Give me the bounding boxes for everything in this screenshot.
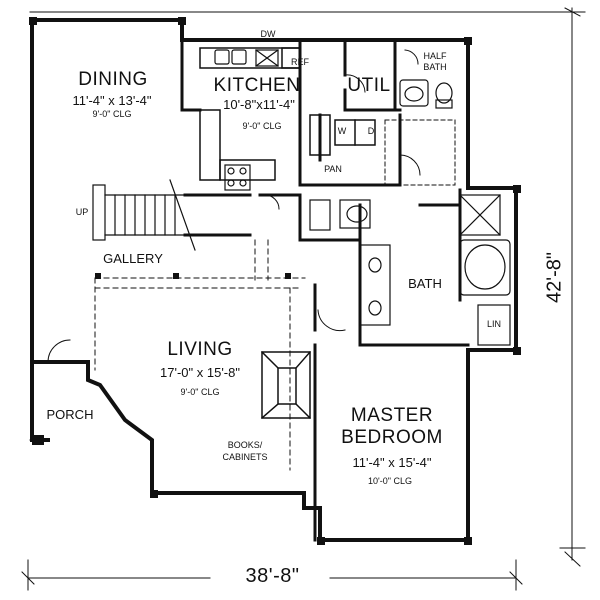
dimension-lines: [21, 7, 586, 591]
kitchen-counters: [199, 47, 376, 181]
bath-label: BATH: [408, 276, 442, 291]
kitchen-ceiling: 9'-0" CLG: [242, 121, 282, 131]
porch-label: PORCH: [46, 407, 94, 422]
corner-blocks: [29, 17, 521, 545]
dishwasher-label: DW: [260, 29, 276, 39]
master-bedroom-label: MASTER BEDROOM: [341, 405, 443, 448]
fireplace: [260, 350, 312, 420]
dining-ceiling: 9'-0" CLG: [92, 109, 132, 119]
kitchen-size: 10'-8"x11'-4": [223, 97, 295, 112]
master-bedroom-size: 11'-4" x 15'-4": [352, 455, 432, 470]
pantry-label: PAN: [324, 164, 342, 174]
util-label: UTIL: [347, 75, 391, 96]
linen-label: LIN: [486, 319, 501, 329]
dining-label: DINING: [78, 69, 148, 90]
dryer-label: D: [367, 126, 375, 136]
books-cabinets-label: BOOKS/ CABINETS: [222, 440, 268, 462]
openings: [94, 239, 306, 471]
door-swings: [47, 49, 421, 363]
living-size: 17'-0" x 15'-8": [160, 365, 240, 380]
refrigerator-label: REF: [291, 57, 309, 67]
bath-fixtures: [309, 194, 511, 346]
overall-width-dimension: 38'-8": [245, 565, 300, 587]
overall-depth-dimension: 42'-8": [543, 252, 566, 303]
half-bath-fixtures: [399, 79, 453, 109]
master-bedroom-ceiling: 10'-0" CLG: [368, 476, 412, 486]
washer-label: W: [337, 126, 347, 136]
kitchen-sink: [214, 49, 279, 191]
gallery-label: GALLERY: [103, 251, 163, 266]
living-label: LIVING: [167, 339, 233, 360]
half-bath-label: HALF BATH: [423, 51, 447, 72]
living-ceiling: 9'-0" CLG: [180, 387, 220, 397]
dining-size: 11'-4" x 13'-4": [72, 93, 152, 108]
stair-up-label: UP: [75, 207, 89, 217]
stair: [92, 179, 196, 251]
kitchen-label: KITCHEN: [213, 75, 301, 96]
